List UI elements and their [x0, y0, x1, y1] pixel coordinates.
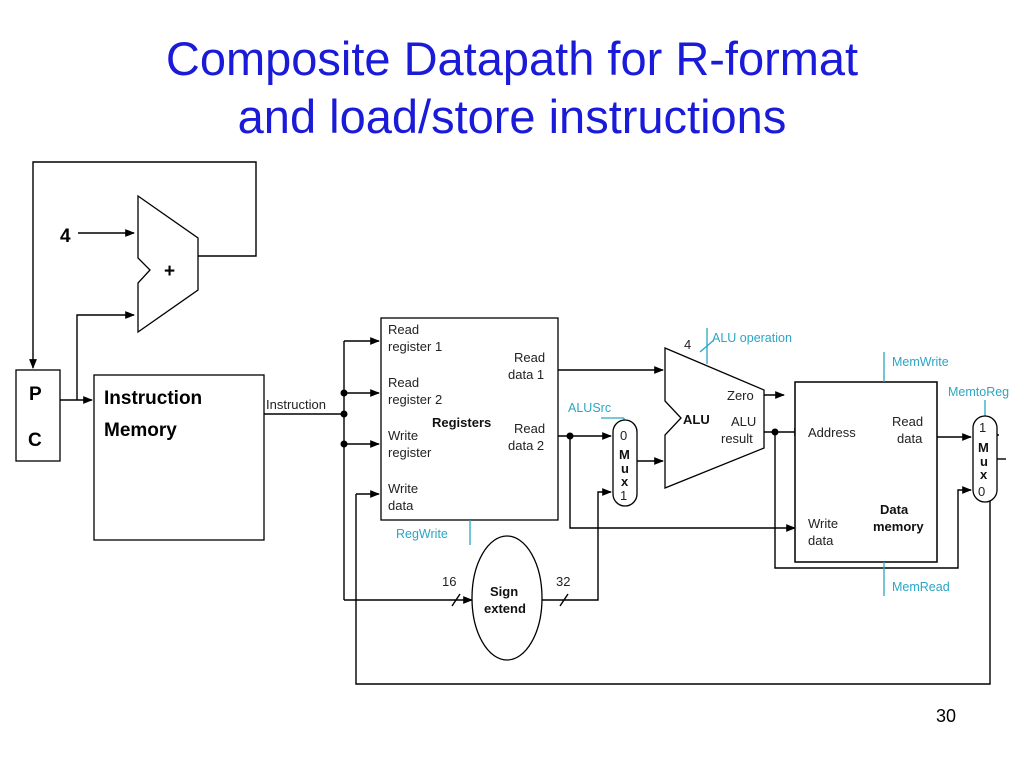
read-data-1-label: Read	[514, 350, 545, 365]
pc-to-adder-wire	[76, 311, 135, 400]
alu-operation-width-tick	[699, 339, 715, 353]
reg-write-data-label: data	[388, 498, 414, 513]
read-register-2-label: Read	[388, 375, 419, 390]
alusrc-mux-label-m: M	[619, 447, 630, 462]
alu-name-label: ALU	[683, 412, 710, 427]
memtoreg-mux-label-x: x	[980, 467, 988, 482]
read-data-1-label: data 1	[508, 367, 544, 382]
slide-page-number: 30	[936, 706, 957, 726]
dmem-name-label: memory	[873, 519, 924, 534]
pc-register	[15, 369, 61, 462]
slide-title: Composite Datapath for R-format and load…	[0, 30, 1024, 146]
memtoreg-mux-label-u: u	[980, 454, 988, 469]
title-line-2: and load/store instructions	[237, 90, 787, 143]
bus-width-tick	[451, 593, 461, 607]
read-data-2-label: Read	[514, 421, 545, 436]
memtoreg-mux-in0-label: 0	[978, 484, 985, 499]
pc-feedback-wire	[29, 161, 257, 369]
read-data-2-label: data 2	[508, 438, 544, 453]
read-register-1-label: register 1	[388, 339, 442, 354]
memread-label: MemRead	[892, 580, 950, 594]
const-four-label: 4	[60, 226, 71, 247]
registers-name-label: Registers	[432, 415, 491, 430]
read-register-2-label: register 2	[388, 392, 442, 407]
alusrc-mux	[612, 419, 638, 507]
regwrite-label: RegWrite	[396, 527, 448, 541]
alusrc-mux-label-u: u	[621, 461, 629, 476]
memtoreg-mux-in1-label: 1	[979, 420, 986, 435]
junction-dot	[340, 440, 348, 448]
data-memory	[794, 381, 938, 563]
dmem-read-data-label: data	[897, 431, 923, 446]
alu-op-bits-label: 4	[684, 337, 691, 352]
pc-label-p: P	[29, 384, 42, 405]
write-register-label: register	[388, 445, 432, 460]
instruction-bus-label: Instruction	[266, 397, 326, 412]
alu	[664, 347, 765, 489]
alusrc-mux-in1-label: 1	[620, 488, 627, 503]
data-memory-border	[794, 381, 938, 563]
register-file	[380, 317, 559, 521]
memtoreg-mux-label-m: M	[978, 440, 989, 455]
pc-label-c: C	[28, 430, 42, 451]
adder-plus-label: +	[164, 261, 175, 282]
bits-out-label: 32	[556, 574, 570, 589]
sign-extend-label: Sign	[490, 584, 518, 599]
instruction-memory	[93, 374, 265, 541]
bus-width-tick	[559, 593, 569, 607]
alu-operation-label: ALU operation	[712, 331, 792, 345]
dmem-read-data-label: Read	[892, 414, 923, 429]
title-line-1: Composite Datapath for R-format	[165, 32, 859, 85]
reg-write-data-label: Write	[388, 481, 418, 496]
sign-extend-label: extend	[484, 601, 526, 616]
dmem-write-data-label: Write	[808, 516, 838, 531]
zero-label: Zero	[727, 388, 754, 403]
alu-result-bypass-wire	[774, 432, 972, 569]
sign-extend-unit	[471, 535, 543, 661]
pc-adder	[137, 194, 199, 334]
dmem-write-data-label: data	[808, 533, 834, 548]
bits-in-label: 16	[442, 574, 456, 589]
alusrc-mux-label-x: x	[621, 474, 629, 489]
alu-result-label: ALU	[731, 414, 756, 429]
imem-label-line1: Instruction	[104, 388, 202, 409]
read-register-1-label: Read	[388, 322, 419, 337]
alusrc-mux-in0-label: 0	[620, 428, 627, 443]
dmem-name-label: Data	[880, 502, 909, 517]
imem-label-line2: Memory	[104, 420, 177, 441]
alu-result-label: result	[721, 431, 753, 446]
write-register-label: Write	[388, 428, 418, 443]
read-data-2-to-dmem-wire	[569, 436, 796, 532]
memwrite-label: MemWrite	[892, 355, 949, 369]
junction-dot	[340, 410, 348, 418]
sign-extend-to-mux-wire	[542, 488, 612, 601]
memtoreg-label: MemtoReg	[948, 385, 1009, 399]
alusrc-label: ALUSrc	[568, 401, 611, 415]
junction-dot	[340, 389, 348, 397]
dmem-address-label: Address	[808, 425, 856, 440]
